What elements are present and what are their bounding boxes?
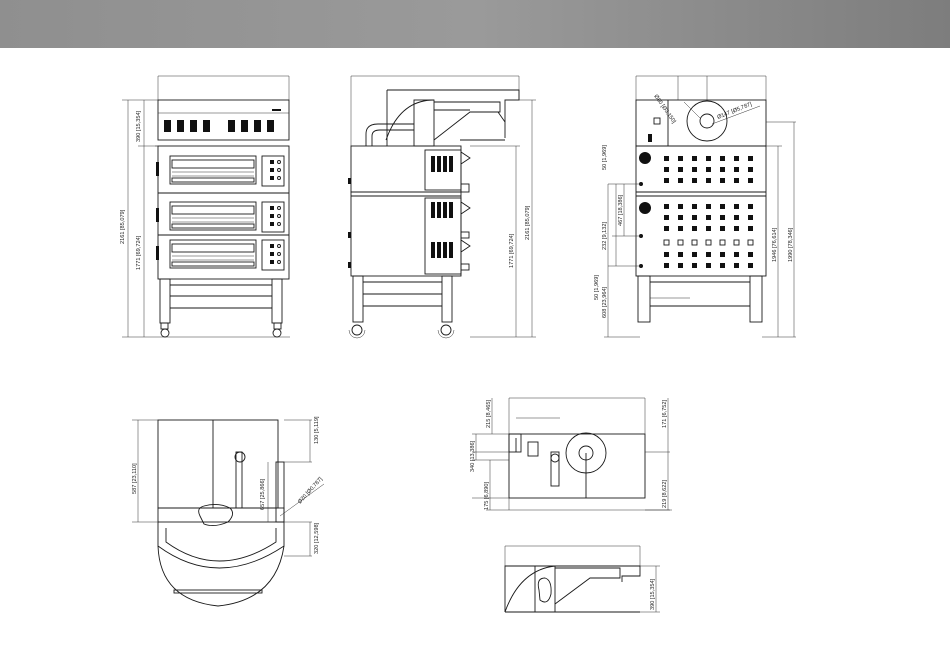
dim-rear-1990: 1990 [78,346] — [788, 227, 794, 262]
hood-side-view: 390 [15,354] — [504, 545, 660, 613]
dim-rear-232: 232 [9,132] — [602, 222, 608, 250]
dim-plan-657: 657 [25,866] — [260, 478, 266, 510]
dim-rear-608: 608 [23,964] — [602, 286, 608, 318]
control-panels — [261, 155, 285, 271]
dim-side-overall: 2161 [85,079] — [525, 205, 531, 240]
front-view: 390 [15,354] 2161 [85,079] 1771 [69,724] — [120, 75, 290, 338]
dim-hood-side-390: 390 [15,354] — [650, 578, 656, 610]
dim-hood-171: 171 [6,752] — [662, 400, 668, 428]
dim-plan-dia20: Ø20 [Ø0,787] — [297, 476, 324, 505]
dim-hood-340: 340 [13,386] — [470, 440, 476, 472]
side-view: 1771 [69,724] 2161 [85,079] — [348, 75, 536, 339]
plan-view: 587 [23,110] 130 [5,119] 657 [25,866] Ø2… — [132, 416, 324, 607]
hood-top-view: 215 [8,465] 171 [6,752] 340 [13,386] 175… — [470, 397, 672, 511]
dim-front-overall: 2161 [85,079] — [120, 209, 126, 244]
rear-view: Ø80 [Ø3,150] Ø147 [Ø5,787] — [594, 75, 796, 338]
dim-plan-130: 130 [5,119] — [314, 416, 320, 444]
dim-hood-215: 215 [8,465] — [486, 400, 492, 428]
dim-rear-1946: 1946 [76,614] — [772, 227, 778, 262]
dim-rear-50: 50 [1,969] — [602, 145, 608, 170]
header-bar — [0, 0, 950, 48]
side-vents-upper — [431, 156, 453, 172]
dim-hood-175: 175 [6,890] — [484, 482, 490, 510]
dim-plan-587: 587 [23,110] — [132, 463, 138, 494]
dim-plan-320: 320 [12,598] — [314, 522, 320, 554]
dim-front-lower: 1771 [69,724] — [136, 235, 142, 270]
rear-vent-grid — [663, 156, 754, 268]
dim-rear-50-lower: 50 [1,969] — [594, 275, 600, 300]
dim-rear-flue: Ø80 [Ø3,150] — [652, 94, 676, 125]
dim-side-lower: 1771 [69,724] — [509, 233, 515, 268]
dim-rear-467: 467 [18,386] — [618, 194, 624, 226]
side-vents-lower — [431, 202, 453, 258]
dim-rear-fan: Ø147 [Ø5,787] — [717, 101, 754, 120]
dim-front-top: 390 [15,354] — [136, 110, 142, 142]
hood-vents — [164, 120, 274, 132]
dim-hood-219: 219 [8,622] — [662, 480, 668, 508]
